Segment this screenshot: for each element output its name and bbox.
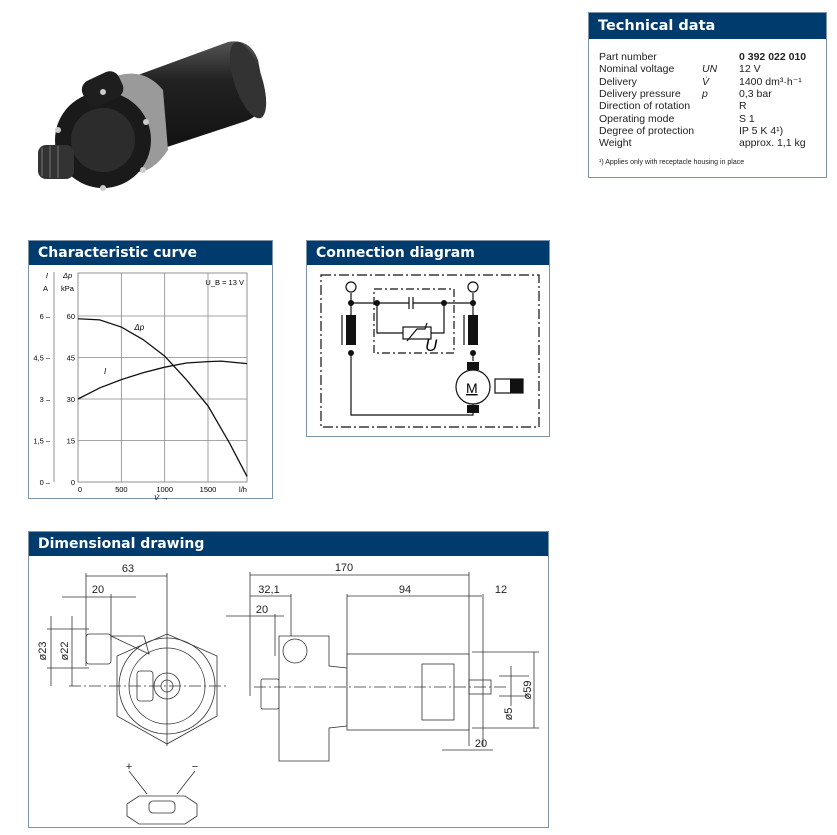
tech-row: Part number 0 392 022 010 <box>599 51 824 63</box>
x-tick-label: 500 <box>115 485 128 494</box>
tech-row: Direction of rotation R <box>599 100 824 112</box>
housing-boundary <box>320 274 540 428</box>
y-kpa-tick-label: 60 <box>67 312 75 321</box>
tech-label: Part number <box>599 51 657 63</box>
plot-frame <box>77 272 248 483</box>
dim-d23: ø23 <box>37 642 49 661</box>
tech-label: Degree of protection <box>599 124 695 137</box>
y-left-unit: A <box>43 284 48 293</box>
tech-value: approx. 1,1 kg <box>739 137 806 150</box>
characteristic-curve-title: Characteristic curve <box>29 241 272 265</box>
dimensional-drawing-panel: Dimensional drawing <box>28 531 549 828</box>
dim-63: 63 <box>122 563 134 575</box>
suppressor-label: U <box>425 336 438 355</box>
tech-label: Direction of rotation <box>599 100 691 113</box>
characteristic-curve-panel: Characteristic curve <box>28 240 273 499</box>
tech-value: 0 392 022 010 <box>739 51 807 63</box>
chart-annotation: U_B = 13 V <box>205 278 244 287</box>
tech-row: Operating mode S 1 <box>599 113 824 125</box>
tech-symbol: V̇ <box>702 75 710 88</box>
tech-label: Delivery pressure <box>599 87 681 100</box>
x-tick-label: 1000 <box>156 485 173 494</box>
tech-value: R <box>739 100 747 113</box>
tech-value: S 1 <box>739 112 755 125</box>
series-line-current <box>77 360 248 400</box>
motor-label: M <box>466 380 478 396</box>
series-line-pressure <box>77 318 248 477</box>
y-left-label: I <box>46 271 48 280</box>
y-amp-tick-label: 4,5 – <box>33 354 51 363</box>
x-tick-label: 1500 <box>200 485 217 494</box>
x-tick-label: 0 <box>78 485 82 494</box>
dim-d22: ø22 <box>59 642 71 661</box>
tech-value: 12 V <box>739 63 761 76</box>
tech-row: Nominal voltage UN 12 V <box>599 63 824 75</box>
connection-diagram-panel: Connection diagram U M <box>306 240 550 437</box>
x-unit-label: l/h <box>239 485 247 494</box>
dimensional-drawing-title: Dimensional drawing <box>29 532 548 556</box>
tech-value: 1400 dm³·h⁻¹ <box>739 75 802 88</box>
y-kpa-tick-label: 30 <box>67 395 75 404</box>
y-amp-tick-label: 6 – <box>40 312 51 321</box>
dim-12: 12 <box>495 584 507 596</box>
y-kpa-tick-label: 0 <box>71 478 75 487</box>
dimensional-drawing: 63 20 ø23 ø22 170 32,1 20 94 12 ø59 ø5 2… <box>37 562 539 825</box>
y-kpa-tick-label: 15 <box>67 437 75 446</box>
product-photo <box>38 41 267 191</box>
connection-schematic: U M <box>320 274 540 428</box>
tech-value: 0,3 bar <box>739 87 772 100</box>
technical-data-title: Technical data <box>589 13 826 39</box>
tech-label: Operating mode <box>599 112 675 125</box>
tech-row: Delivery V̇ 1400 dm³·h⁻¹ <box>599 76 824 88</box>
tech-label: Delivery <box>599 75 637 88</box>
dim-94: 94 <box>399 584 411 596</box>
x-axis-label: V̇ → <box>154 493 169 502</box>
tech-value: IP 5 K 4¹) <box>739 124 784 137</box>
y-right-label: Δp <box>62 271 72 280</box>
tech-label: Nominal voltage <box>599 63 675 76</box>
tech-row: Weight approx. 1,1 kg <box>599 137 824 149</box>
y-amp-tick-label: 3 – <box>40 395 51 404</box>
tech-row: Degree of protection IP 5 K 4¹) <box>599 125 824 137</box>
dim-170: 170 <box>335 562 353 574</box>
dim-20-front: 20 <box>92 584 104 596</box>
dim-20-side: 20 <box>256 604 268 616</box>
technical-data-footnote: ¹) Applies only with receptacle housing … <box>599 159 745 166</box>
tech-label: Weight <box>599 137 632 150</box>
y-amp-tick-label: 1,5 – <box>33 437 51 446</box>
connection-diagram-title: Connection diagram <box>307 241 549 265</box>
series-label: Δp <box>133 323 144 332</box>
tech-row: Delivery pressure p 0,3 bar <box>599 88 824 100</box>
y-amp-tick-label: 0 – <box>40 478 51 487</box>
dim-d5: ø5 <box>503 708 515 721</box>
y-kpa-tick-label: 45 <box>67 354 75 363</box>
dim-32-1: 32,1 <box>258 584 279 596</box>
suppressor-boundary <box>373 288 455 354</box>
dim-d59: ø59 <box>522 681 534 700</box>
connector-plus: + <box>126 761 132 773</box>
y-right-unit: kPa <box>61 284 75 293</box>
series-label: I <box>104 367 107 376</box>
dim-20-shaft: 20 <box>475 738 487 750</box>
connector-minus: − <box>192 761 198 773</box>
tech-symbol: p <box>702 87 708 100</box>
tech-symbol: UN <box>702 63 718 76</box>
